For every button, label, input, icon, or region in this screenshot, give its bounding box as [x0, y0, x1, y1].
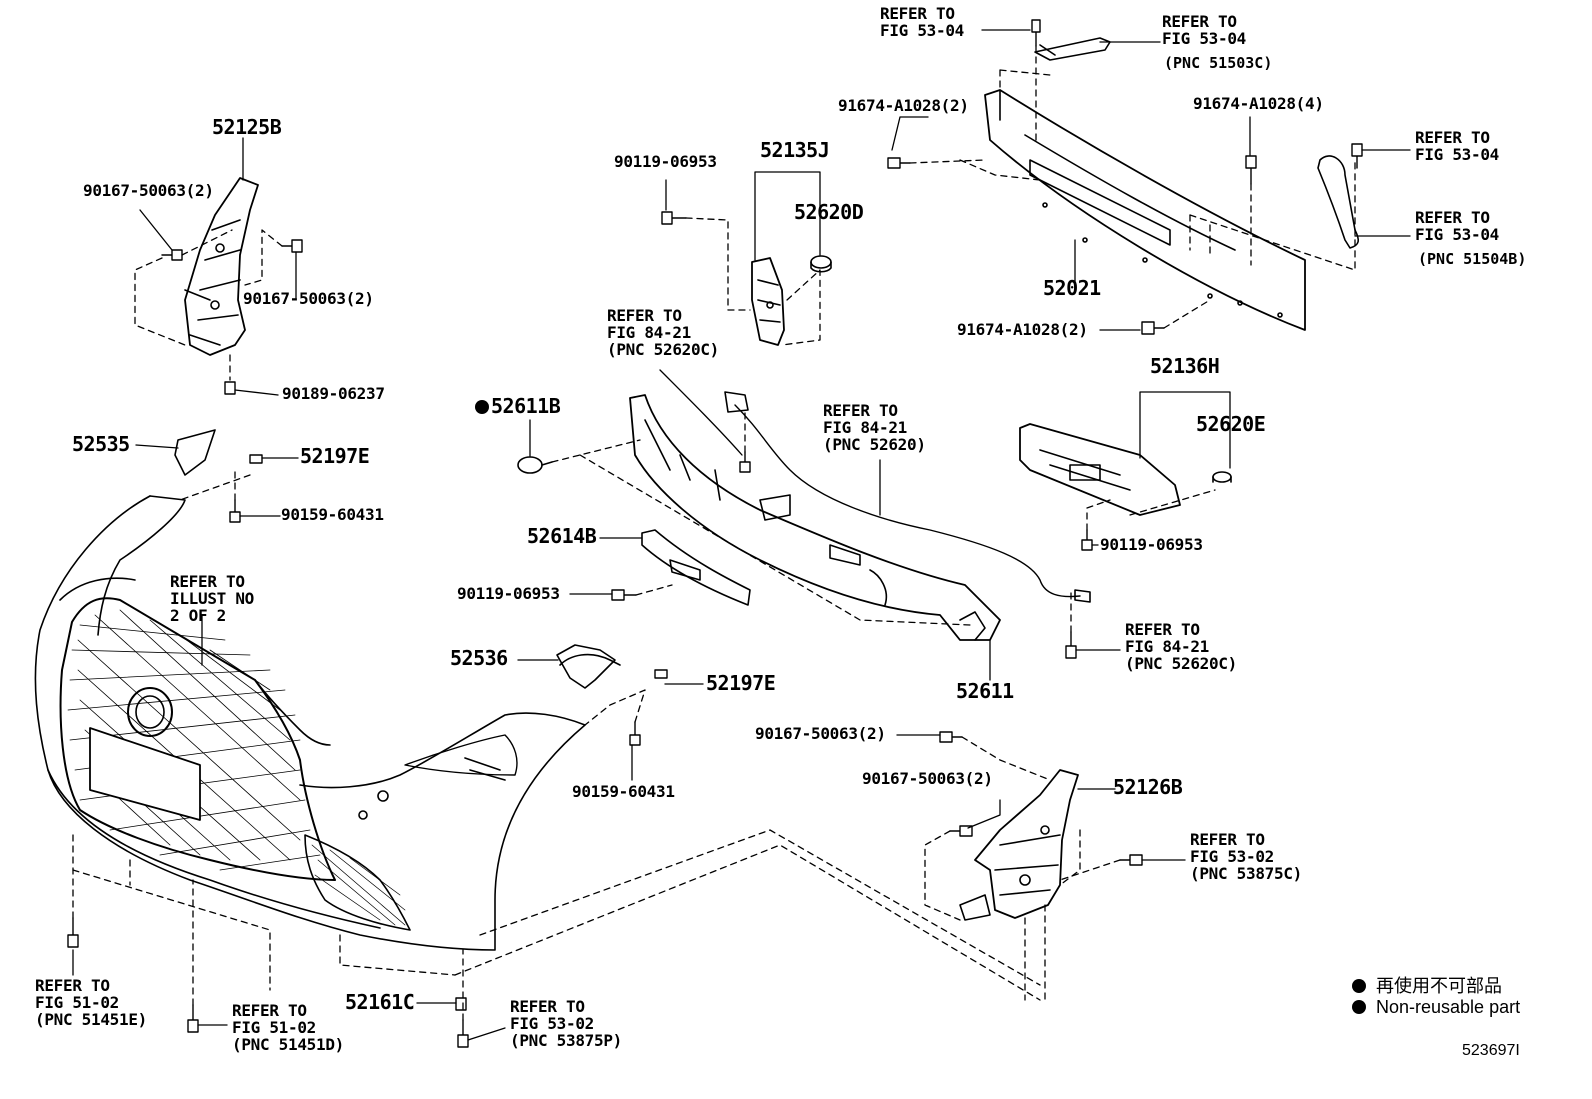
cover-52535 — [174, 429, 216, 476]
legend-non-reusable-jp: 再使用不可部品 — [1352, 972, 1502, 998]
part-52614b — [641, 529, 751, 606]
label-90167-50063-lower-a: 90167-50063(2) — [755, 724, 886, 743]
label-90189-06237: 90189-06237 — [282, 384, 385, 403]
label-52614b: 52614B — [527, 524, 597, 548]
upper-bracket-51503c — [1034, 37, 1111, 61]
legend-non-reusable-en: Non-reusable part — [1352, 997, 1520, 1018]
label-91674-a1028-2-upper: 91674-A1028(2) — [838, 96, 969, 115]
label-52125b: 52125B — [212, 115, 282, 139]
label-refer-fig-53-04-top-right: REFER TO FIG 53-04 — [1162, 12, 1246, 48]
figure-id: 523697I — [1462, 1042, 1520, 1059]
label-52620e: 52620E — [1196, 412, 1266, 436]
legend-en-text: Non-reusable part — [1376, 997, 1521, 1017]
cover-52536 — [556, 644, 616, 689]
label-52197e-upper: 52197E — [300, 444, 370, 468]
label-90167-50063-lower-b: 90167-50063(2) — [862, 769, 993, 788]
label-52197e-lower: 52197E — [706, 671, 776, 695]
dashed-lines — [72, 45, 1356, 1021]
legend-jp-text: 再使用不可部品 — [1376, 976, 1502, 996]
label-refer-fig-53-04-top-left: REFER TO FIG 53-04 — [880, 4, 964, 40]
label-refer-fig-53-04-right-b: REFER TO FIG 53-04 — [1415, 208, 1499, 244]
label-refer-fig-53-02-53875c: REFER TO FIG 53-02 (PNC 53875C) — [1190, 830, 1302, 883]
label-refer-fig-51-02-51451d: REFER TO FIG 51-02 (PNC 51451D) — [232, 1001, 344, 1054]
label-52021: 52021 — [1043, 276, 1101, 300]
bracket-52136h — [1019, 423, 1181, 516]
label-refer-fig-84-21-52620c-upper: REFER TO FIG 84-21 (PNC 52620C) — [607, 306, 719, 359]
label-90119-06953-right: 90119-06953 — [1100, 535, 1203, 554]
cap-52620e — [1212, 471, 1232, 483]
non-reusable-marker — [475, 400, 489, 414]
side-retainer-52125b — [184, 177, 259, 356]
label-52535: 52535 — [72, 432, 130, 456]
label-52161c: 52161C — [345, 990, 415, 1014]
label-refer-fig-84-21-52620: REFER TO FIG 84-21 (PNC 52620) — [823, 401, 926, 454]
cap-52620d — [810, 255, 832, 269]
upper-bracket-51504b — [1317, 155, 1360, 249]
label-pnc-51504b: (PNC 51504B) — [1418, 250, 1527, 268]
reinforcement-52021 — [984, 89, 1306, 331]
label-52620d: 52620D — [794, 200, 864, 224]
fasteners — [67, 19, 1363, 1048]
label-52611b-text: 52611B — [491, 394, 561, 418]
label-refer-fig-53-04-right-a: REFER TO FIG 53-04 — [1415, 128, 1499, 164]
label-90119-06953-top: 90119-06953 — [614, 152, 717, 171]
label-52611: 52611 — [956, 679, 1014, 703]
label-90167-50063-upper-right: 90167-50063(2) — [243, 289, 374, 308]
label-52611b[interactable]: 52611B — [475, 394, 561, 418]
label-refer-fig-84-21-52620c-lower: REFER TO FIG 84-21 (PNC 52620C) — [1125, 620, 1237, 673]
legend-dot-icon — [1352, 979, 1366, 993]
label-refer-fig-53-02-53875p: REFER TO FIG 53-02 (PNC 53875P) — [510, 997, 622, 1050]
label-52135j: 52135J — [760, 138, 830, 162]
label-90119-06953-mid: 90119-06953 — [457, 584, 560, 603]
legend-dot-icon — [1352, 1000, 1366, 1014]
clip-52611b — [517, 456, 543, 474]
label-90159-60431-upper: 90159-60431 — [281, 505, 384, 524]
label-refer-fig-51-02-51451e: REFER TO FIG 51-02 (PNC 51451E) — [35, 976, 147, 1029]
label-91674-a1028-4: 91674-A1028(4) — [1193, 94, 1324, 113]
sensor-wire — [734, 404, 1081, 598]
label-52136h: 52136H — [1150, 354, 1220, 378]
label-52126b: 52126B — [1113, 775, 1183, 799]
label-90167-50063-upper-left: 90167-50063(2) — [83, 181, 214, 200]
label-refer-illust-2-of-2: REFER TO ILLUST NO 2 OF 2 — [170, 572, 254, 625]
leader-lines — [72, 29, 1411, 1041]
bumper-cover — [34, 495, 621, 951]
label-52536: 52536 — [450, 646, 508, 670]
bracket-52135j — [751, 257, 785, 346]
side-retainer-52126b — [959, 769, 1079, 921]
label-91674-a1028-2-lower: 91674-A1028(2) — [957, 320, 1088, 339]
label-90159-60431-lower: 90159-60431 — [572, 782, 675, 801]
label-pnc-51503c: (PNC 51503C) — [1164, 54, 1273, 72]
